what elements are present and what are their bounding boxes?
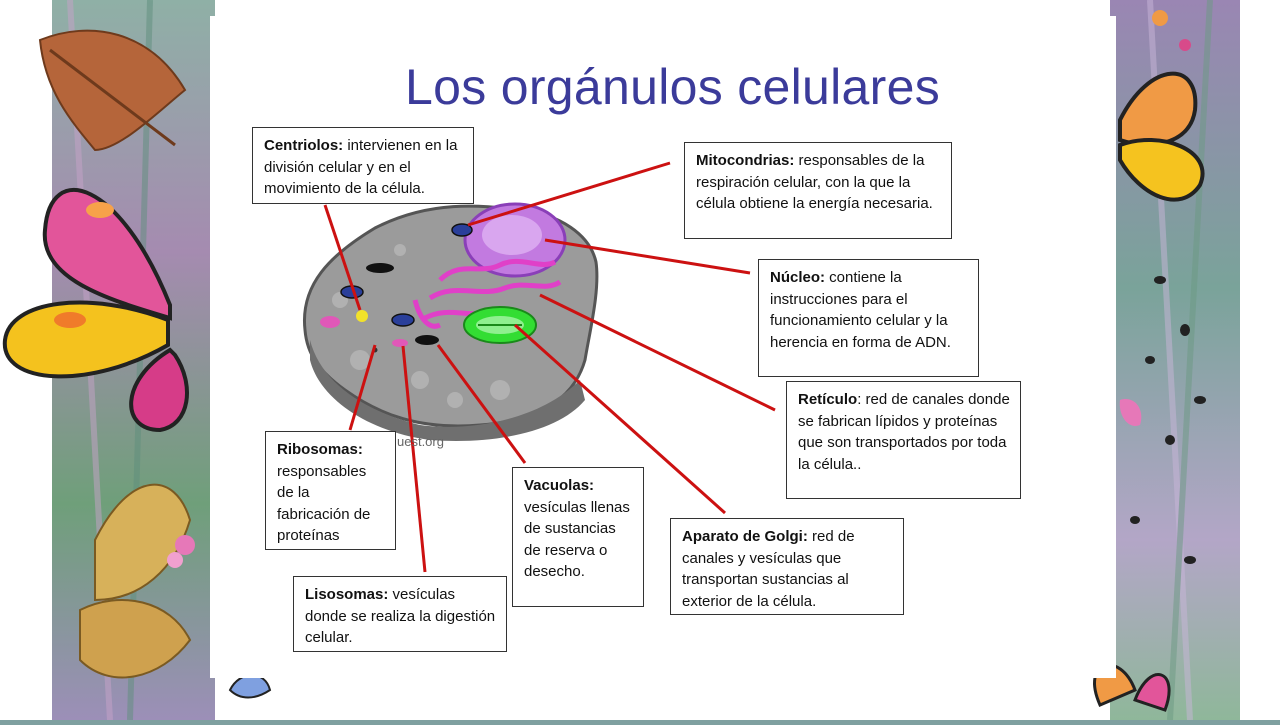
label-ribosomas: Ribosomas: responsables de la fabricació… xyxy=(265,431,396,550)
desc-centriolos: intervienen en la división celular y en … xyxy=(264,137,458,197)
desc-nucleo: contiene la instrucciones para el funcio… xyxy=(770,269,951,351)
label-lisosomas: Lisosomas: vesículas donde se realiza la… xyxy=(293,576,507,652)
term-vacuolas: Vacuolas: xyxy=(524,477,595,494)
desc-golgi: red de canales y vesículas que transport… xyxy=(682,528,855,610)
term-reticulo: Retículo xyxy=(798,391,858,408)
pointer-lines xyxy=(323,161,776,573)
desc-lisosomas: vesículas donde se realiza la digestión … xyxy=(305,586,496,646)
label-nucleo: Núcleo: contiene la instrucciones para e… xyxy=(758,259,979,377)
label-mitocondrias: Mitocondrias: responsables de la respira… xyxy=(684,142,952,239)
mitochondria-shapes xyxy=(340,223,473,327)
label-centriolos: Centriolos: intervienen en la división c… xyxy=(252,127,474,204)
label-reticulo: Retículo: red de canales donde se fabric… xyxy=(786,381,1021,499)
label-golgi: Aparato de Golgi: red de canales y vesíc… xyxy=(670,518,904,615)
desc-reticulo: : red de canales donde se fabrican lípid… xyxy=(798,391,1010,473)
label-vacuolas: Vacuolas: vesículas llenas de sustancias… xyxy=(512,467,644,607)
term-ribosomas: Ribosomas: xyxy=(277,441,363,458)
golgi-shape xyxy=(463,306,537,344)
desc-mitocondrias: responsables de la respiración celular, … xyxy=(696,152,933,212)
desc-ribosomas: responsables de la fabricación de proteí… xyxy=(277,462,371,545)
term-lisosomas: Lisosomas: xyxy=(305,586,389,603)
leaf-decoration-top xyxy=(38,29,187,152)
term-golgi: Aparato de Golgi: xyxy=(682,528,808,545)
desc-vacuolas: vesículas llenas de sustancias de reserv… xyxy=(524,498,630,581)
term-centriolos: Centriolos: xyxy=(264,137,344,154)
term-mitocondrias: Mitocondrias: xyxy=(696,152,795,169)
image-credit: uest.org xyxy=(397,434,444,449)
slide-title: Los orgánulos celulares xyxy=(405,59,941,115)
term-nucleo: Núcleo: xyxy=(770,269,826,286)
